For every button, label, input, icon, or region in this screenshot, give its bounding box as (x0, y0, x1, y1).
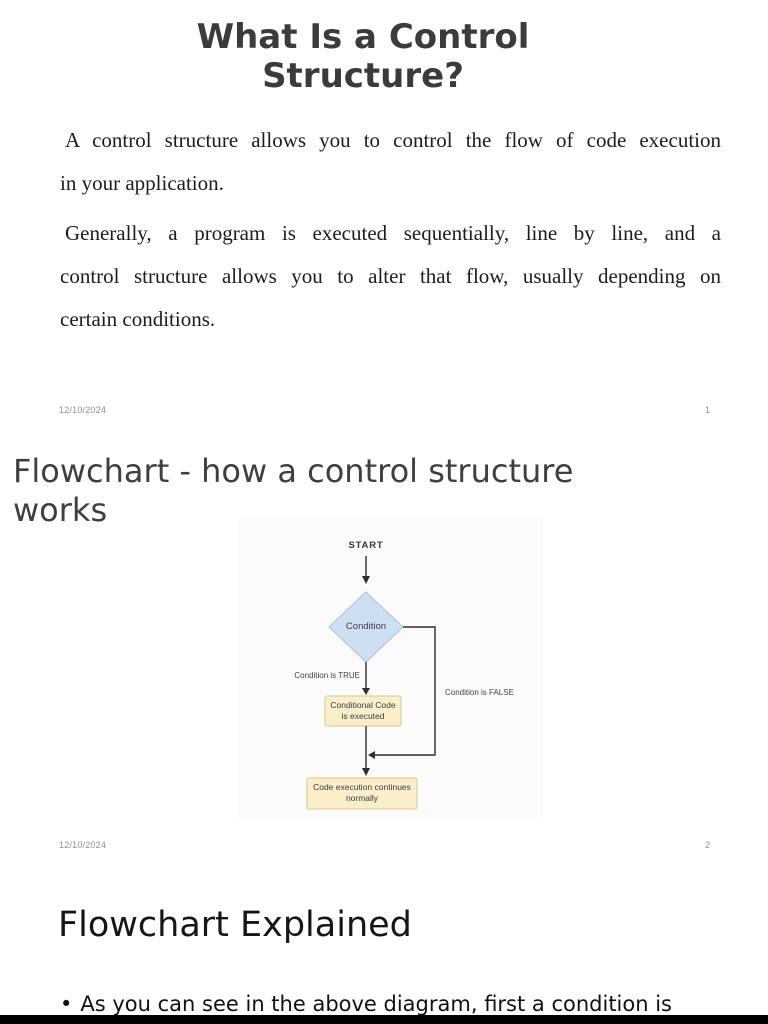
slide1-title: What Is a Control Structure? (196, 17, 530, 96)
flowchart-condition-label: Condition (345, 621, 387, 632)
slide2-title: Flowchart - how a control structure work… (13, 452, 574, 529)
slide1-page-number: 1 (704, 405, 710, 415)
slide1-paragraph-1: A control structure allows you to contro… (60, 128, 721, 195)
conditional-code-box (324, 695, 402, 727)
bullet-icon: • (60, 992, 73, 1016)
flowchart-true-label: Condition is TRUE (294, 671, 360, 680)
continue-arrowhead-icon (362, 768, 370, 776)
slide1-paragraph-2: Generally, a program is executed sequent… (60, 221, 721, 331)
start-arrowhead-icon (362, 576, 370, 584)
slide2-footer-date: 12/10/2024 (59, 840, 107, 850)
true-branch-arrowhead-icon (362, 688, 370, 695)
bottom-black-bar (0, 1015, 768, 1024)
slide3-title: Flowchart Explained (58, 905, 412, 945)
flowchart-diagram: START Condition Condition is TRUE Condit… (238, 519, 543, 821)
false-branch-arrowhead-icon (368, 751, 375, 759)
code-continues-box (306, 777, 418, 810)
slide3-bullet-text: As you can see in the above diagram, fir… (80, 992, 672, 1016)
false-branch-line (375, 626, 436, 756)
slide2-page-number: 2 (704, 840, 710, 850)
flowchart-start-label: START (348, 540, 384, 551)
flowchart-shapes (306, 556, 436, 810)
flowchart-false-label: Condition is FALSE (445, 688, 514, 697)
slide1-footer-date: 12/10/2024 (59, 405, 107, 415)
slide3-bullet-item: • As you can see in the above diagram, fi… (60, 993, 750, 1016)
